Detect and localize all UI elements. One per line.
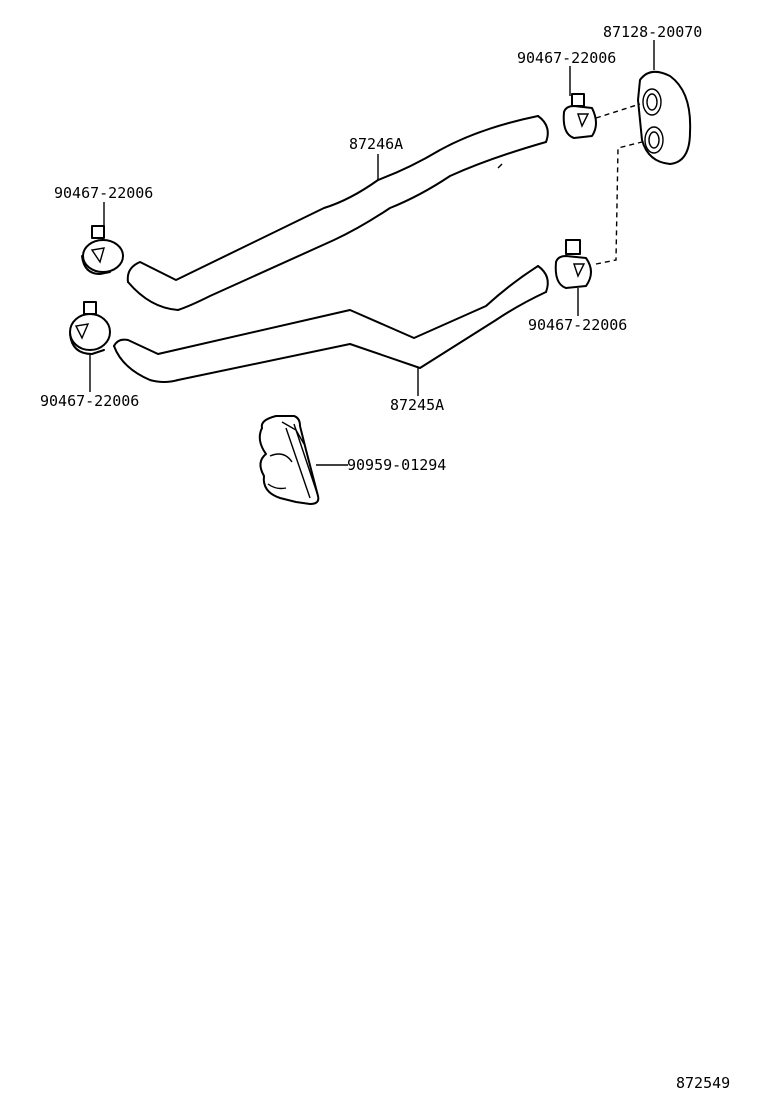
label-clamp-mid-right: 90467-22006 <box>528 316 627 334</box>
diagram-number: 872549 <box>676 1074 730 1092</box>
label-grommet: 87128-20070 <box>603 23 702 41</box>
label-clamp-top-left: 90467-22006 <box>54 184 153 202</box>
hose-clamp-top-right[interactable] <box>562 93 597 139</box>
label-hose-upper: 87246A <box>349 135 403 153</box>
grommet[interactable] <box>637 70 692 165</box>
hose-clamp-bottom-left[interactable] <box>69 301 111 355</box>
label-hose-lower: 87245A <box>390 396 444 414</box>
hose-clamp-top-left[interactable] <box>81 225 124 275</box>
dashed-line-mid <box>595 141 643 265</box>
lower-heater-hose[interactable] <box>113 265 549 383</box>
label-clamp-top-right: 90467-22006 <box>517 49 616 67</box>
label-hose-clamp-block: 90959-01294 <box>347 456 446 474</box>
double-hose-clamp[interactable] <box>258 415 320 505</box>
dashed-line-top <box>595 103 641 119</box>
upper-heater-hose[interactable] <box>126 115 549 311</box>
label-clamp-bottom-left: 90467-22006 <box>40 392 139 410</box>
hose-clamp-mid-right[interactable] <box>554 239 592 289</box>
